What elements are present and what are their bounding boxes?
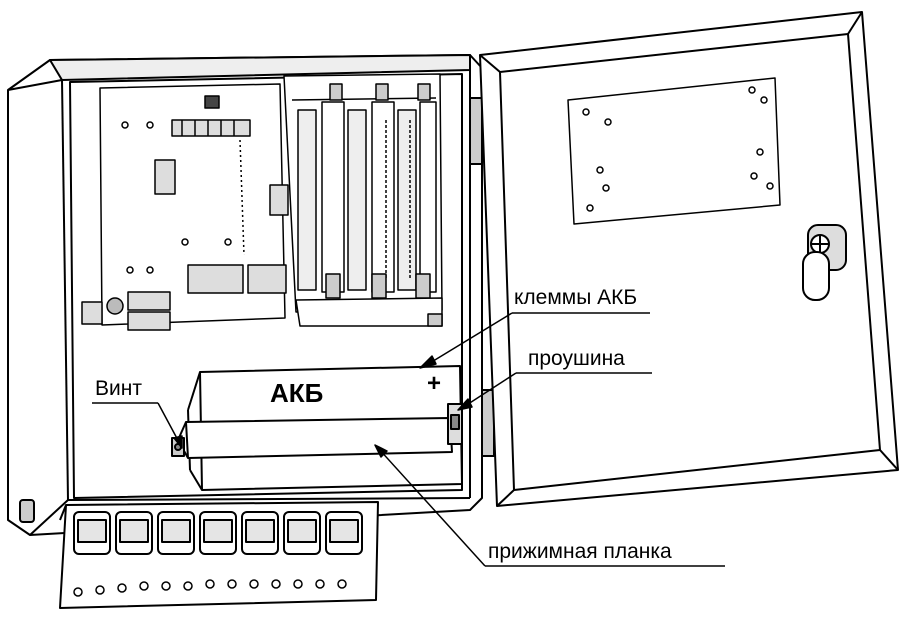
battery-block bbox=[171, 365, 463, 491]
screw-callout: Винт bbox=[95, 377, 142, 400]
cable-glands bbox=[73, 511, 363, 555]
battery-label: АКБ bbox=[270, 378, 324, 408]
hinges bbox=[469, 97, 495, 457]
lug-callout: проушина bbox=[528, 347, 625, 370]
door-lock-icon bbox=[802, 224, 847, 301]
battery-plus-sign: + bbox=[427, 370, 442, 397]
cabinet-door bbox=[479, 11, 899, 507]
knockout-holes bbox=[73, 579, 347, 597]
leader-lines bbox=[92, 312, 725, 567]
mounting-holes bbox=[582, 86, 774, 212]
module-rack bbox=[283, 73, 443, 327]
controller-board bbox=[81, 83, 289, 331]
terminals-callout: клеммы АКБ bbox=[514, 286, 638, 309]
clamp-bar-callout: прижимная планка bbox=[488, 540, 672, 563]
gland-plate bbox=[59, 501, 379, 609]
